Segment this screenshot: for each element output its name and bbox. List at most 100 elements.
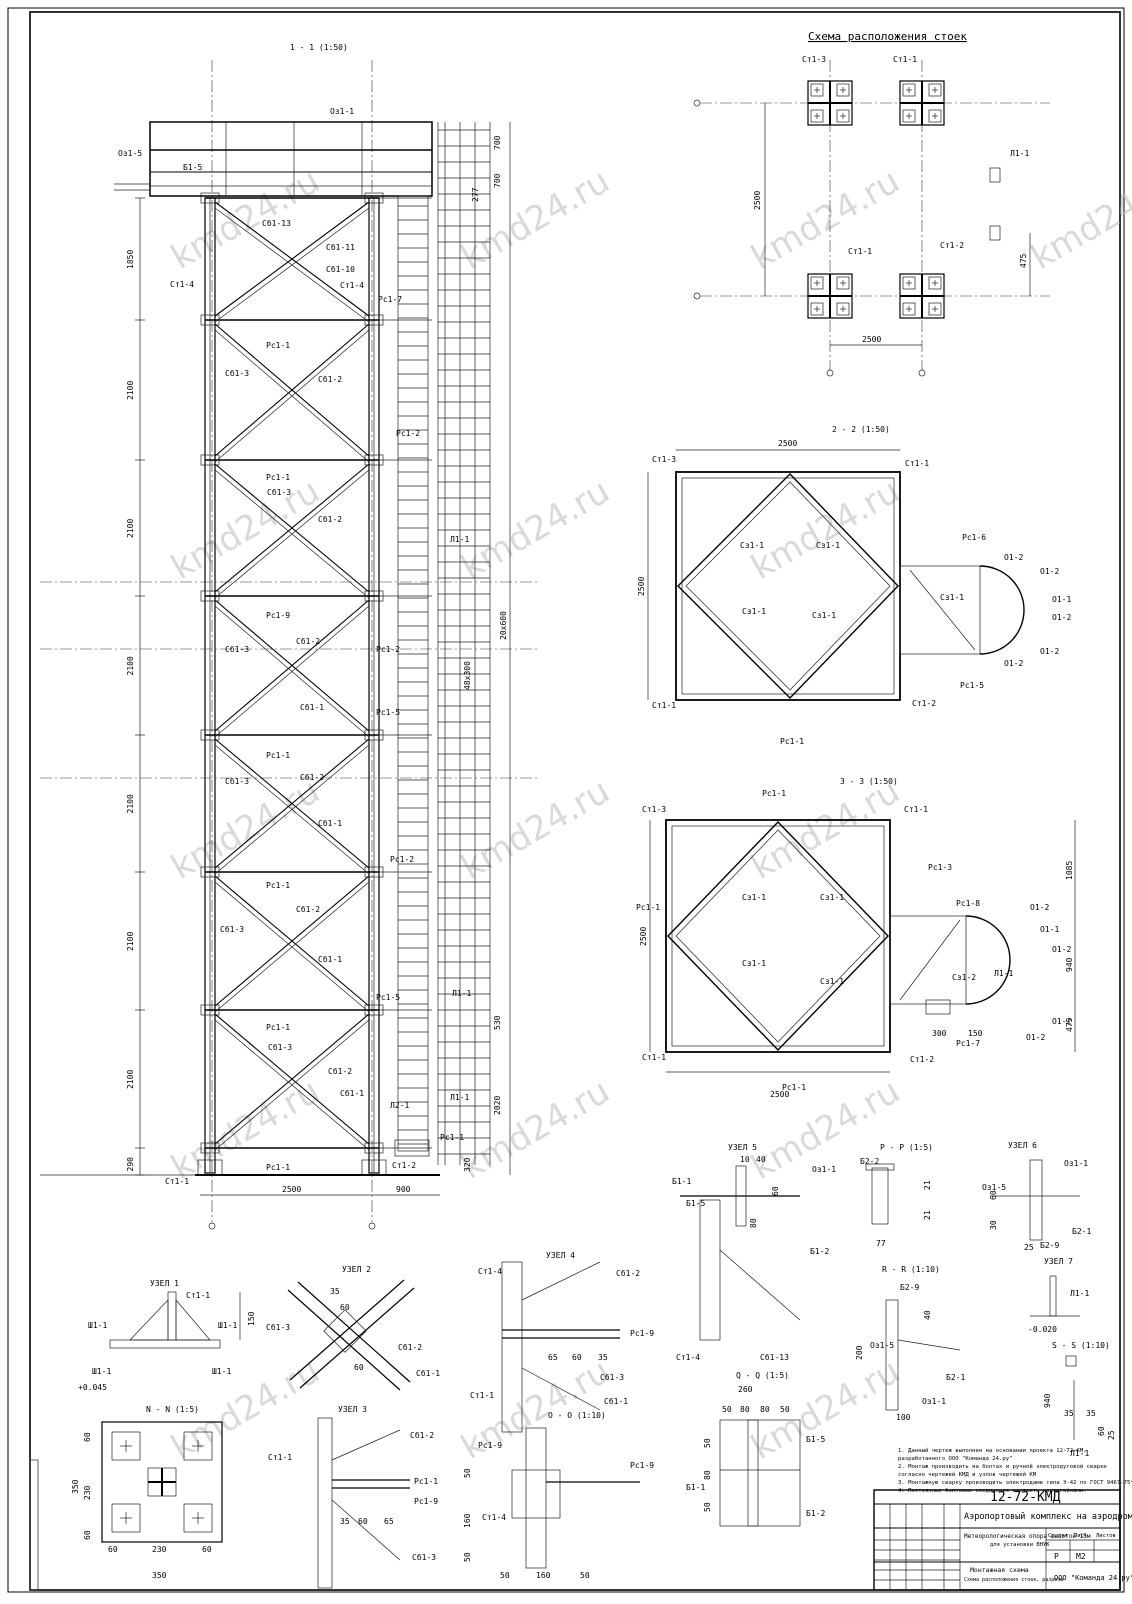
node-1-detail: УЗЕЛ 1 150 Ст1-1 Ш1-1 Ш1-1 Ш1-1 Ш1-1 +0.… xyxy=(78,1279,256,1392)
label: О1-2 xyxy=(1004,659,1023,668)
label: Сб1-1 xyxy=(604,1396,628,1406)
label: Сб1-11 xyxy=(326,242,355,252)
label: Ст1-1 xyxy=(186,1291,210,1300)
dim-text: 80 xyxy=(703,1470,712,1480)
label: Ш1-1 xyxy=(92,1367,111,1376)
dim-text: 25 xyxy=(1107,1430,1116,1440)
label: Б2-1 xyxy=(1072,1227,1091,1236)
dim-text: 2500 xyxy=(778,439,797,448)
dim-text: 35 xyxy=(340,1517,350,1526)
node-title: УЗЕЛ 6 xyxy=(1008,1141,1037,1150)
label: Ст1-2 xyxy=(910,1055,934,1064)
dim-text: 25 xyxy=(1024,1243,1034,1252)
label: Рс1-1 xyxy=(636,903,660,912)
section-2-2: 2 - 2 (1:50) 2500 2500 Ст1-3 Ст1-1 Ст1-1… xyxy=(637,425,1071,746)
label: Ст1-4 xyxy=(478,1267,502,1276)
watermark: kmd24.ru xyxy=(455,471,617,588)
label: Сз1-1 xyxy=(820,977,844,986)
dim-text: 200 xyxy=(855,1345,864,1360)
scheme-title: Схема расположения стоек xyxy=(808,30,967,43)
binding-strip xyxy=(30,1460,38,1590)
dim-text: 277 xyxy=(471,187,480,202)
dim-text: 2020 xyxy=(493,1096,502,1115)
stage-value: Р xyxy=(1054,1552,1059,1561)
label: Сз1-1 xyxy=(940,593,964,602)
dim-text: 80 xyxy=(740,1405,750,1414)
label: Рс1-7 xyxy=(956,1039,980,1048)
section-title: 2 - 2 (1:50) xyxy=(832,425,890,434)
label: Рс1-2 xyxy=(396,429,420,438)
section-title: S - S (1:10) xyxy=(1052,1341,1110,1350)
node-title: УЗЕЛ 1 xyxy=(150,1279,179,1288)
label: Сз1-1 xyxy=(820,893,844,902)
label: Сз1-1 xyxy=(742,607,766,616)
label: Ст1-3 xyxy=(652,455,676,464)
node-title: УЗЕЛ 3 xyxy=(338,1405,367,1414)
dim-text: 60 xyxy=(771,1186,780,1196)
dim-text: 40 xyxy=(756,1155,766,1164)
label: Рс1-2 xyxy=(376,645,400,654)
label: Ст1-1 xyxy=(904,805,928,814)
dim-text: 1085 xyxy=(1065,861,1074,880)
watermark: kmd24.ru xyxy=(165,1071,327,1188)
label: Рс1-5 xyxy=(376,708,400,717)
dim-text: 2100 xyxy=(126,656,135,675)
dim-text: 300 xyxy=(932,1029,947,1038)
ladder-cage xyxy=(438,130,490,1154)
watermark: kmd24.ru xyxy=(165,771,327,888)
dim-text: 700 xyxy=(493,173,502,188)
label: Рс1-1 xyxy=(440,1133,464,1142)
label: Сб1-3 xyxy=(268,1042,292,1052)
label: Сб1-1 xyxy=(300,702,324,712)
label: Б2-1 xyxy=(946,1373,965,1382)
label: -0.020 xyxy=(1028,1325,1057,1334)
ladder-rungs xyxy=(398,206,428,1144)
dim-text: 80 xyxy=(760,1405,770,1414)
watermark-group: kmd24.ru kmd24.ru kmd24.ru kmd24.ru kmd2… xyxy=(165,161,1132,1468)
label: Сб1-3 xyxy=(225,776,249,786)
section-title: Q - Q (1:5) xyxy=(736,1371,789,1380)
label: Ш1-1 xyxy=(88,1321,107,1330)
dim-text: 150 xyxy=(968,1029,983,1038)
label: +0.045 xyxy=(78,1383,107,1392)
section-title: О - О (1:10) xyxy=(548,1411,606,1420)
project-name: Аэропортовый комплекс на аэродроме "Лева… xyxy=(964,1512,1132,1522)
dim-text: 2500 xyxy=(637,577,646,596)
dim-text: 230 xyxy=(152,1545,167,1554)
label: Сб1-3 xyxy=(220,924,244,934)
label: Ст1-1 xyxy=(652,701,676,710)
label: О1-2 xyxy=(1052,613,1071,622)
dim-text: 2100 xyxy=(126,381,135,400)
dim-text: 50 xyxy=(580,1571,590,1580)
label: Оз1-1 xyxy=(812,1165,836,1174)
object-name-2: для установки ВНУК xyxy=(990,1542,1050,1548)
dim-text: 160 xyxy=(463,1513,472,1528)
dim-text: 230 xyxy=(83,1485,92,1500)
dim-text: 30 xyxy=(989,1220,998,1230)
label: Б1-5 xyxy=(183,163,202,172)
label: Сб1-13 xyxy=(760,1352,789,1362)
label: Рс1-6 xyxy=(962,533,986,542)
label: Сб1-2 xyxy=(318,374,342,384)
dim-text: 20x600 xyxy=(499,611,508,640)
dim-text: 60 xyxy=(572,1353,582,1362)
label: Сб1-1 xyxy=(318,954,342,964)
dim-text: 60 xyxy=(83,1530,92,1540)
node-7-detail: УЗЕЛ 7 Л1-1 -0.020 S - S (1:10) 940 35 3… xyxy=(1028,1257,1116,1458)
label: Рс1-1 xyxy=(414,1477,438,1486)
dim-text: 900 xyxy=(396,1185,411,1194)
label: Сз1-1 xyxy=(812,611,836,620)
label: Л1-1 xyxy=(452,989,471,998)
dim-text: 350 xyxy=(152,1571,167,1580)
sheet-name-2: Схема расположения стоек, разрезы xyxy=(964,1577,1063,1583)
label: Б1-5 xyxy=(806,1435,825,1444)
dim-text: 1850 xyxy=(126,250,135,269)
cross-braces xyxy=(215,202,369,1150)
label: Оз1-1 xyxy=(1064,1159,1088,1168)
dim-text: 65 xyxy=(548,1353,558,1362)
dim-text: 35 xyxy=(330,1287,340,1296)
label: Рс1-1 xyxy=(780,737,804,746)
label: Рс1-8 xyxy=(956,899,980,908)
dim-text: 2100 xyxy=(126,1070,135,1089)
